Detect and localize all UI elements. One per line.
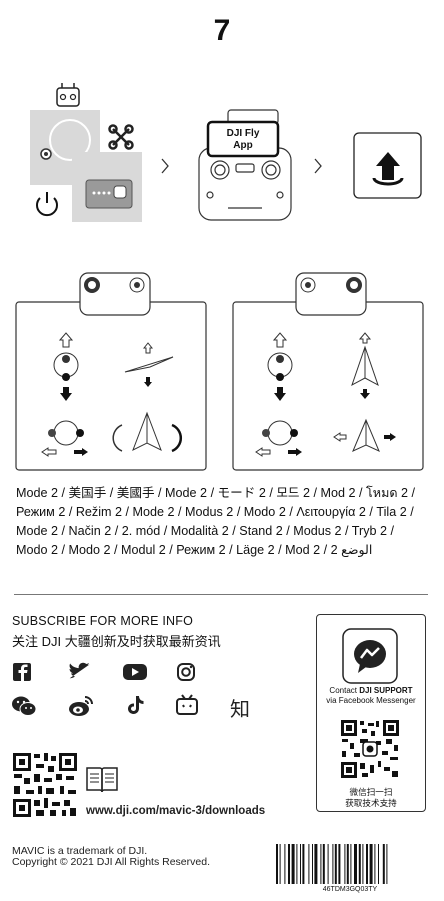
instagram-icon[interactable] xyxy=(176,662,196,682)
barcode-bar xyxy=(334,844,337,884)
trademark-line1: MAVIC is a trademark of DJI. xyxy=(12,845,148,857)
barcode-bar xyxy=(296,844,298,884)
barcode-bar xyxy=(276,844,278,884)
subscribe-heading-chinese: 关注 DJI 大疆创新及时获取最新资讯 xyxy=(12,634,221,649)
barcode-bar xyxy=(320,844,322,884)
tiktok-icon[interactable] xyxy=(125,694,145,716)
mode-2-languages: Mode 2 / 美国手 / 美國手 / Mode 2 / モード 2 / 모드… xyxy=(16,486,416,557)
barcode-bar xyxy=(378,844,379,884)
barcode-bar xyxy=(288,844,290,884)
barcode-bar xyxy=(366,844,368,884)
barcode-bar xyxy=(350,844,352,884)
barcode-bar xyxy=(312,844,313,884)
barcode-bar xyxy=(346,844,349,884)
twitter-icon[interactable] xyxy=(69,662,93,682)
barcode-bar xyxy=(279,844,281,884)
barcode-bar xyxy=(291,844,295,884)
barcode-bar xyxy=(344,844,346,884)
wechat-support-text: 微信扫一扫 获取技术支持 xyxy=(316,787,426,809)
manual-book-icon xyxy=(86,767,118,793)
downloads-qr-code[interactable] xyxy=(12,752,78,818)
barcode-bar xyxy=(362,844,364,884)
page-number: 7 xyxy=(213,14,231,47)
barcode-bar xyxy=(300,844,301,884)
barcode-bar xyxy=(332,844,334,884)
contact-line2: via Facebook Messenger xyxy=(326,696,416,705)
chevron-right-icon xyxy=(161,158,169,174)
wechat-line1: 微信扫一扫 xyxy=(349,787,393,797)
facebook-icon[interactable] xyxy=(12,662,34,682)
upload-icon xyxy=(372,152,404,186)
dji-fly-app-label: DJI Fly App xyxy=(208,128,278,152)
app-label-line1: DJI Fly xyxy=(226,128,260,139)
support-qr-code[interactable] xyxy=(340,719,400,779)
barcode-bar xyxy=(338,844,341,884)
barcode-bar xyxy=(284,844,286,884)
dji-support-box xyxy=(316,614,426,812)
contact-brand: DJI SUPPORT xyxy=(359,686,413,695)
barcode-bar xyxy=(358,844,361,884)
barcode-bar xyxy=(314,844,318,884)
youtube-icon[interactable] xyxy=(122,663,148,681)
trademark-notice: MAVIC is a trademark of DJI. Copyright ©… xyxy=(12,846,210,868)
barcode-bar xyxy=(302,844,305,884)
phone-screen xyxy=(206,120,280,158)
left-stick-panel xyxy=(15,301,207,471)
product-barcode xyxy=(276,844,388,884)
copyright-line: Copyright © 2021 DJI All Rights Reserved… xyxy=(12,856,210,868)
remote-controller-icon xyxy=(56,83,80,107)
mode2-stick-diagrams xyxy=(15,272,424,471)
barcode-bar xyxy=(374,844,376,884)
zhihu-icon[interactable]: 知 xyxy=(230,697,250,721)
power-icon xyxy=(36,192,58,217)
barcode-bar xyxy=(354,844,357,884)
barcode-bar xyxy=(308,844,310,884)
messenger-icon[interactable] xyxy=(342,628,398,684)
section-divider xyxy=(14,594,428,595)
barcode-bar xyxy=(327,844,329,884)
subscribe-heading: SUBSCRIBE FOR MORE INFO xyxy=(12,614,194,628)
weibo-icon[interactable] xyxy=(68,695,94,717)
wechat-line2: 获取技术支持 xyxy=(345,798,397,808)
contact-prefix: Contact xyxy=(329,686,360,695)
barcode-number: 46TDM3GQ03TY xyxy=(322,886,378,893)
chevron-right-icon xyxy=(314,158,322,174)
setup-steps-illustration xyxy=(30,83,422,222)
downloads-url-link[interactable]: www.dji.com/mavic-3/downloads xyxy=(86,805,266,817)
drone-icon xyxy=(108,124,134,150)
barcode-bar xyxy=(382,844,385,884)
barcode-bar xyxy=(369,844,373,884)
barcode-bar xyxy=(322,844,325,884)
contact-support-text: Contact DJI SUPPORT via Facebook Messeng… xyxy=(316,686,426,706)
bilibili-icon[interactable] xyxy=(175,694,199,716)
barcode-bar xyxy=(386,844,388,884)
right-stick-panel xyxy=(232,301,424,471)
wechat-icon[interactable] xyxy=(11,695,37,717)
app-label-line2: App xyxy=(233,140,253,151)
